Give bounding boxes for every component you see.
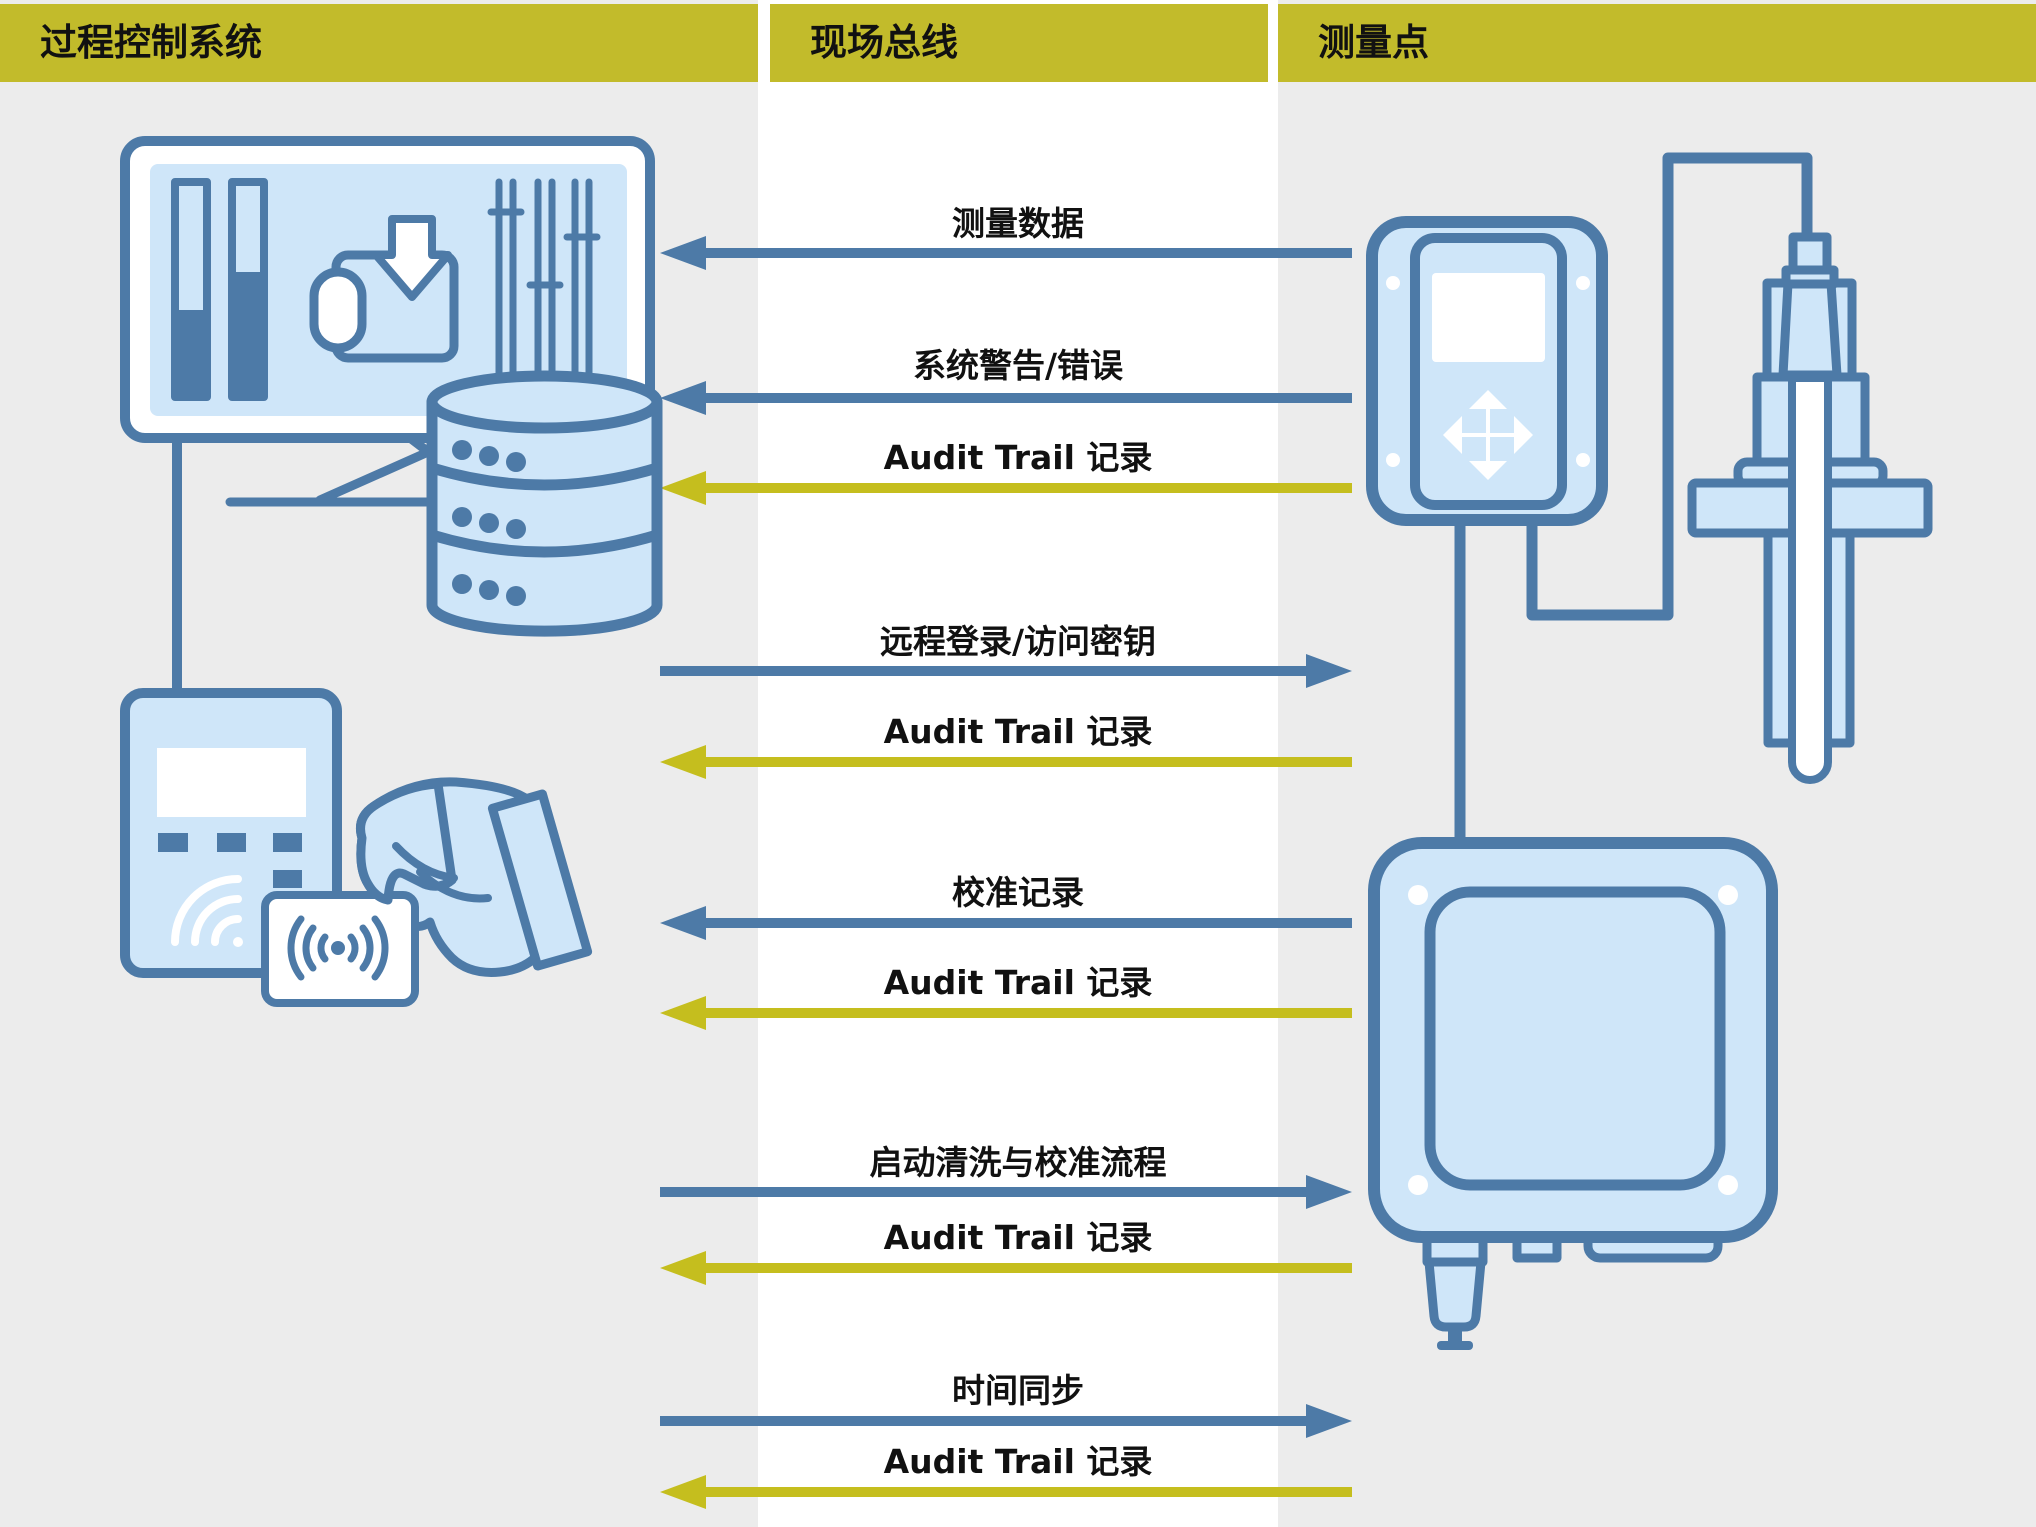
- rfid-reader-icon: [120, 688, 593, 1007]
- message-label-audit-trail-5: Audit Trail 记录: [883, 1442, 1153, 1481]
- transmitter-screen: [1432, 273, 1545, 362]
- arrow-audit-trail-3: [660, 996, 1352, 1030]
- arrow-line: [660, 1416, 1316, 1426]
- message-label-start-cleaning: 启动清洗与校准流程: [869, 1143, 1167, 1182]
- nav-pad-icon: [1443, 390, 1533, 480]
- arrow-head-icon: [660, 471, 706, 505]
- cable-gland-icon: [1424, 1257, 1486, 1332]
- cable-line: [1454, 152, 1813, 854]
- transmitter-and-probe: [1366, 152, 1933, 854]
- arrow-system-warnings: [660, 381, 1352, 415]
- arrow-head-icon: [660, 1475, 706, 1509]
- arrow-audit-trail-1: [660, 471, 1352, 505]
- arrow-audit-trail-2: [660, 745, 1352, 779]
- header-label: 测量点: [1318, 21, 1429, 64]
- message-label-audit-trail-3: Audit Trail 记录: [883, 963, 1153, 1002]
- message-label-system-warnings: 系统警告/错误: [912, 346, 1124, 385]
- field-housing-icon: [1368, 837, 1778, 1350]
- sleeve-cuff: [487, 789, 593, 971]
- finger-crease: [392, 842, 458, 882]
- slider-lines-icon: [487, 178, 601, 380]
- message-label-calibration-records: 校准记录: [952, 873, 1084, 912]
- arrow-line: [696, 918, 1352, 928]
- arrow-calibration-records: [660, 906, 1352, 940]
- arrow-head-icon: [1306, 1404, 1352, 1438]
- message-label-audit-trail-1: Audit Trail 记录: [883, 438, 1153, 477]
- ph-sensor-probe-icon: [1687, 232, 1933, 784]
- monitor-stand: [225, 433, 460, 507]
- arrow-line: [696, 1487, 1352, 1497]
- arrow-audit-trail-5: [660, 1475, 1352, 1509]
- arrow-line: [660, 666, 1316, 676]
- arrow-line: [696, 483, 1352, 493]
- data-archive-icon: [309, 215, 459, 363]
- arrow-line: [696, 1263, 1352, 1273]
- database-icon: [426, 370, 663, 637]
- arrow-head-icon: [660, 906, 706, 940]
- arrow-measurement-data: [660, 236, 1352, 270]
- arrow-head-icon: [660, 236, 706, 270]
- process-control-monitor-icon: [120, 136, 663, 700]
- arrow-line: [696, 248, 1352, 258]
- header-label: 过程控制系统: [40, 21, 262, 64]
- arrow-time-sync: [660, 1404, 1352, 1438]
- header-process-control-system: 过程控制系统: [0, 4, 758, 82]
- arrow-head-icon: [1306, 1175, 1352, 1209]
- probe-neck: [1778, 278, 1842, 380]
- arrow-head-icon: [660, 1251, 706, 1285]
- arrow-line: [660, 1187, 1316, 1197]
- probe-cap: [1788, 232, 1832, 275]
- arrow-head-icon: [660, 996, 706, 1030]
- monitor-screen: [150, 164, 627, 416]
- arrow-line: [696, 757, 1352, 767]
- header-measuring-point: 测量点: [1278, 4, 2036, 82]
- arrow-head-icon: [660, 381, 706, 415]
- bar-gauge-icon: [171, 178, 268, 401]
- reader-screen: [157, 748, 306, 817]
- arrow-line: [696, 1008, 1352, 1018]
- arrow-audit-trail-4: [660, 1251, 1352, 1285]
- transmitter-icon: [1366, 216, 1608, 526]
- message-label-remote-login: 远程登录/访问密钥: [879, 622, 1157, 661]
- header-label: 现场总线: [810, 21, 958, 64]
- message-label-measurement-data: 测量数据: [952, 204, 1084, 243]
- arrow-start-cleaning: [660, 1175, 1352, 1209]
- arrow-head-icon: [1306, 654, 1352, 688]
- arrow-line: [696, 393, 1352, 403]
- finger-crease: [416, 868, 492, 903]
- probe-glass-stem: [1788, 374, 1832, 784]
- rfid-card-symbol-icon: [287, 915, 389, 981]
- housing-panel: [1424, 886, 1726, 1191]
- housing-body: [1368, 837, 1778, 1243]
- message-label-audit-trail-4: Audit Trail 记录: [883, 1218, 1153, 1257]
- header-fieldbus: 现场总线: [770, 4, 1268, 82]
- arrow-head-icon: [660, 745, 706, 779]
- contactless-waves-icon: [171, 875, 243, 947]
- reader-buttons: [158, 833, 302, 888]
- message-label-audit-trail-2: Audit Trail 记录: [883, 712, 1153, 751]
- message-label-time-sync: 时间同步: [952, 1371, 1084, 1410]
- arrow-remote-login: [660, 654, 1352, 688]
